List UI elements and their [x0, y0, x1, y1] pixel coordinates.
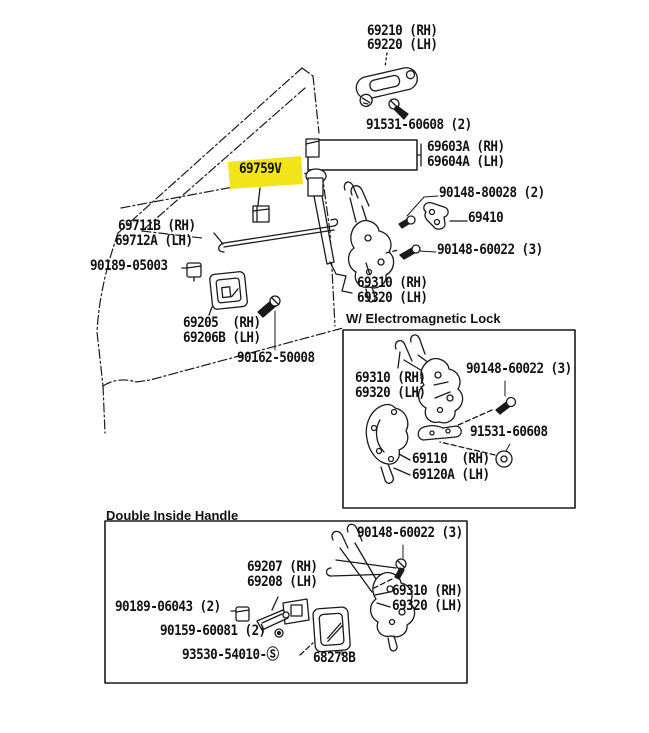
label-em-solenoid-lh: 69120A (LH)	[412, 467, 490, 483]
label-lock-rh: 69310 (RH)	[357, 275, 428, 291]
em-lock-screw-drawing	[455, 380, 517, 427]
label-dih-lock-lh: 69320 (LH)	[392, 598, 463, 614]
outside-handle-screw-drawing	[388, 98, 409, 120]
link-rod-drawing	[213, 218, 339, 253]
inside-handle-bezel-drawing	[208, 271, 248, 316]
striker-screw-drawing	[398, 195, 439, 229]
label-dih-snap: 93530-54010-Ⓢ	[182, 647, 279, 663]
label-rod-rh: 69711B (RH)	[118, 218, 196, 234]
label-clip-rod: 90189-05003	[90, 258, 168, 274]
label-em-solenoid-rh: 69110 (RH)	[412, 451, 490, 467]
dih-handle-screw-drawing	[274, 628, 284, 638]
label-screw-outside-handle: 91531-60608 (2)	[366, 117, 472, 133]
label-rod-lh: 69712A (LH)	[115, 233, 193, 249]
dih-clip-drawing	[230, 606, 250, 622]
label-bezel-rh: 69205 (RH)	[183, 315, 261, 331]
em-solenoid-drawing	[365, 403, 411, 484]
highlight-box	[228, 156, 303, 189]
dih-handle-drawing	[256, 596, 310, 631]
em-section-title: W/ Electromagnetic Lock	[346, 311, 501, 326]
dih-section-title: Double Inside Handle	[106, 508, 239, 523]
label-outside-handle-rh: 69210 (RH)	[367, 23, 438, 39]
label-door-frame-rh: 69603A (RH)	[427, 139, 505, 155]
label-screw-bezel: 90162-50008	[237, 350, 315, 366]
dih-lock-drawing	[325, 523, 416, 652]
dih-lock-screw-drawing	[373, 544, 407, 589]
knob-grommet-drawing	[252, 187, 270, 223]
label-screw-lock: 90148-60022 (3)	[437, 242, 543, 258]
label-screw-striker: 90148-80028 (2)	[439, 185, 545, 201]
label-dih-screw-lock: 90148-60022 (3)	[357, 525, 463, 541]
lock-knob-drawing	[305, 138, 353, 294]
em-lock-drawing	[394, 334, 464, 441]
label-knob-highlighted: 69759V	[239, 161, 282, 177]
label-outside-handle-lh: 69220 (LH)	[367, 37, 438, 53]
label-dih-handle-rh: 69207 (RH)	[247, 559, 318, 575]
door-frame-callout	[307, 139, 422, 171]
label-door-frame-lh: 69604A (LH)	[427, 154, 505, 170]
label-em-lock-rh: 69310 (RH)	[355, 370, 426, 386]
label-striker: 69410	[468, 210, 504, 226]
label-lock-lh: 69320 (LH)	[357, 290, 428, 306]
label-dih-bezel: 68278B	[313, 650, 356, 666]
label-em-screw-lock: 90148-60022 (3)	[466, 361, 572, 377]
label-dih-lock-rh: 69310 (RH)	[392, 583, 463, 599]
label-dih-screw-handle: 90159-60081 (2)	[160, 623, 266, 639]
label-em-screw-solenoid: 91531-60608	[470, 424, 548, 440]
dih-bezel-drawing	[299, 606, 351, 656]
rod-clip-drawing	[181, 262, 202, 282]
em-solenoid-screw-drawing	[439, 441, 513, 468]
outside-handle-drawing	[355, 52, 418, 107]
label-bezel-lh: 69206B (LH)	[183, 330, 261, 346]
striker-drawing	[423, 202, 468, 230]
bezel-screw-drawing	[257, 295, 281, 351]
lock-screw-drawing	[399, 244, 437, 260]
label-dih-clip: 90189-06043 (2)	[115, 599, 221, 615]
label-dih-handle-lh: 69208 (LH)	[247, 574, 318, 590]
label-em-lock-lh: 69320 (LH)	[355, 385, 426, 401]
door-lock-drawing	[343, 181, 399, 303]
